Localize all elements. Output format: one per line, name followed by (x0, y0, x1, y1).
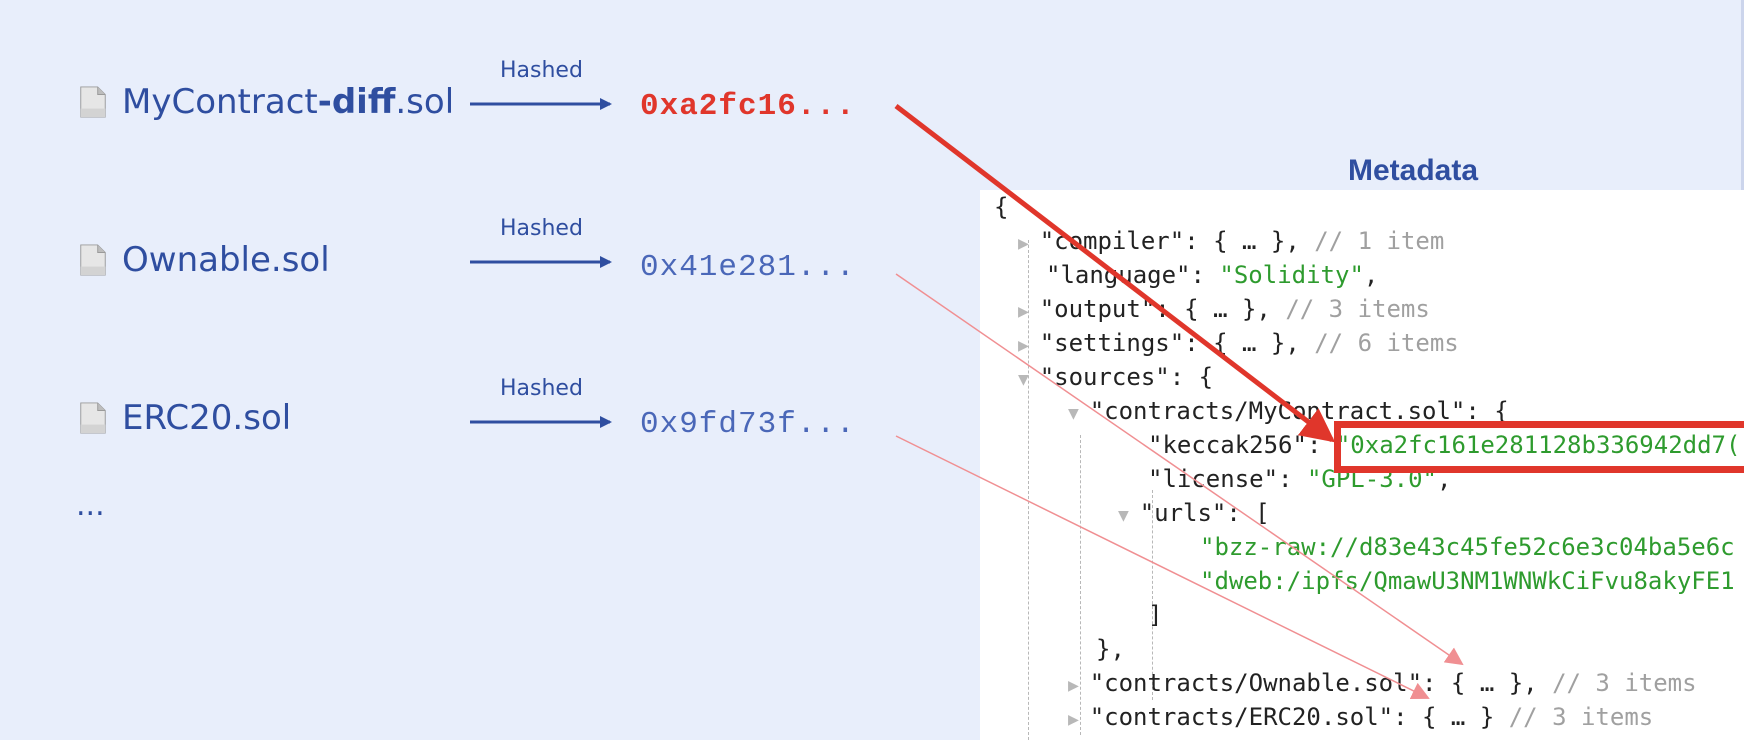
file-row-mycontract: MyContract-diff.sol (78, 82, 454, 122)
json-line-sources[interactable]: ▼ "sources": { (1018, 363, 1214, 391)
hash-value-mycontract: 0xa2fc16... (640, 89, 856, 124)
collapse-triangle-icon[interactable]: ▼ (1118, 505, 1140, 526)
json-line-ownable[interactable]: ▶ "contracts/Ownable.sol": { … }, // 3 i… (1068, 669, 1697, 697)
document-icon (80, 244, 106, 276)
collapse-triangle-icon[interactable]: ▼ (1018, 369, 1040, 390)
more-files-ellipsis: ... (76, 488, 105, 523)
expand-triangle-icon[interactable]: ▶ (1018, 301, 1040, 322)
keccak-highlight-box (1334, 421, 1744, 473)
expand-triangle-icon[interactable]: ▶ (1018, 233, 1040, 254)
json-line: }, (1096, 635, 1125, 663)
file-name-ownable: Ownable.sol (122, 240, 330, 280)
hashed-label: Hashed (500, 376, 583, 401)
json-line-url-bzz: "bzz-raw://d83e43c45fe52c6e3c04ba5e6c (1200, 533, 1735, 561)
hashed-label: Hashed (500, 58, 583, 83)
metadata-title: Metadata (1348, 154, 1479, 187)
json-line-erc20[interactable]: ▶ "contracts/ERC20.sol": { … } // 3 item… (1068, 703, 1654, 731)
expand-triangle-icon[interactable]: ▶ (1068, 709, 1090, 730)
json-line-compiler[interactable]: ▶ "compiler": { … }, // 1 item (1018, 227, 1445, 255)
hashed-label: Hashed (500, 216, 583, 241)
expand-triangle-icon[interactable]: ▶ (1018, 335, 1040, 356)
json-line: { (994, 193, 1009, 221)
document-icon (80, 86, 106, 118)
json-line-settings[interactable]: ▶ "settings": { … }, // 6 items (1018, 329, 1459, 357)
json-line-output[interactable]: ▶ "output": { … }, // 3 items (1018, 295, 1430, 323)
file-name-mycontract: MyContract-diff.sol (122, 82, 455, 122)
file-name-erc20: ERC20.sol (122, 398, 292, 438)
expand-triangle-icon[interactable]: ▶ (1068, 675, 1090, 696)
panel-edge (1741, 0, 1744, 190)
file-row-ownable: Ownable.sol (78, 240, 330, 280)
document-icon (80, 402, 106, 434)
json-line-urls[interactable]: ▼ "urls": [ (1118, 499, 1270, 527)
json-line-language: "language": "Solidity", (1046, 261, 1379, 289)
json-line: ] (1148, 601, 1163, 629)
hash-value-ownable: 0x41e281... (640, 250, 856, 285)
hash-value-erc20: 0x9fd73f... (640, 407, 856, 442)
json-line-url-ipfs: "dweb:/ipfs/QmawU3NM1WNWkCiFvu8akyFE1 (1200, 567, 1735, 595)
file-row-erc20: ERC20.sol (78, 398, 291, 438)
collapse-triangle-icon[interactable]: ▼ (1068, 403, 1090, 424)
